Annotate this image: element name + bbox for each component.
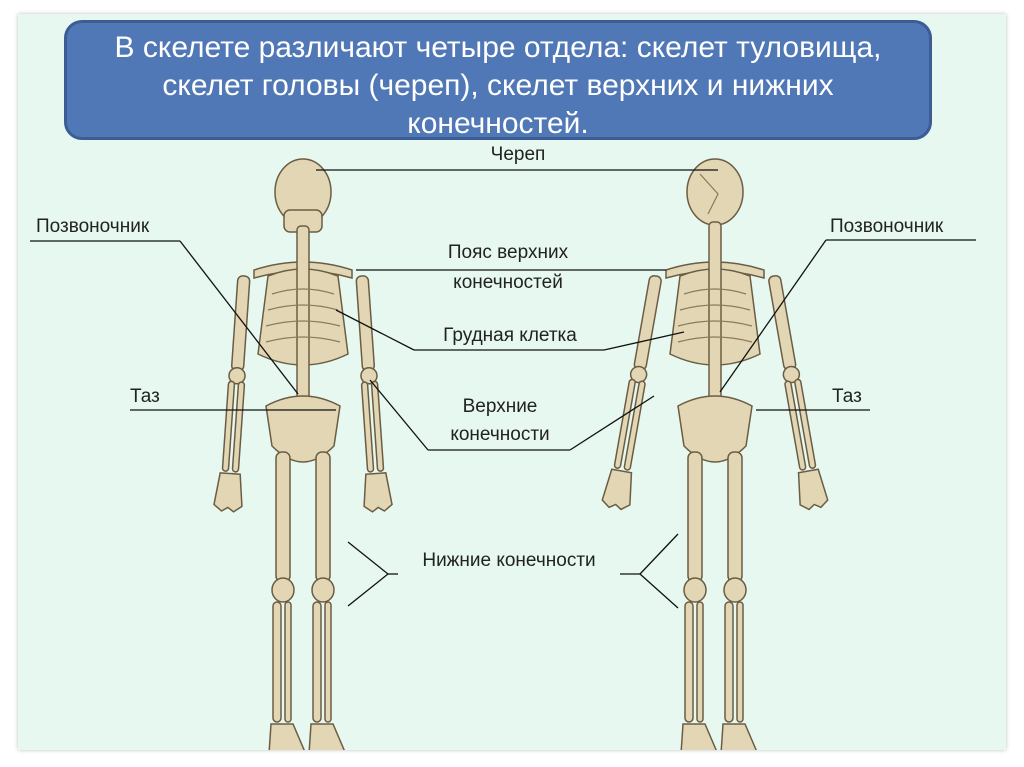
back-skeleton	[600, 158, 830, 750]
back-skull	[686, 158, 744, 226]
label-lower-limbs: Нижние конечности	[422, 550, 596, 571]
back-spine	[708, 221, 722, 419]
back-pelvis	[677, 395, 753, 463]
front-skeleton	[212, 158, 394, 750]
label-pelvis-right: Таз	[832, 386, 862, 407]
label-upper-girdle-line1: Пояс верхних	[447, 242, 569, 263]
front-pelvis	[265, 395, 341, 463]
header-box: В скелете различают четыре отдела: скеле…	[64, 20, 932, 140]
label-upper-limbs-line2: конечности	[450, 424, 550, 445]
label-spine-left: Позвоночник	[36, 216, 150, 237]
label-upper-limbs-line1: Верхние	[462, 396, 538, 417]
skeleton-diagram	[30, 158, 976, 750]
label-chest: Грудная клетка	[443, 325, 577, 346]
label-spine-right: Позвоночник	[830, 216, 944, 237]
label-pelvis-left: Таз	[130, 386, 160, 407]
leader-lines	[30, 169, 976, 609]
header-text: В скелете различают четыре отдела: скеле…	[114, 31, 882, 140]
label-skull: Череп	[490, 144, 546, 165]
slide: В скелете различают четыре отдела: скеле…	[18, 14, 1006, 750]
label-upper-girdle-line2: конечностей	[453, 272, 563, 293]
